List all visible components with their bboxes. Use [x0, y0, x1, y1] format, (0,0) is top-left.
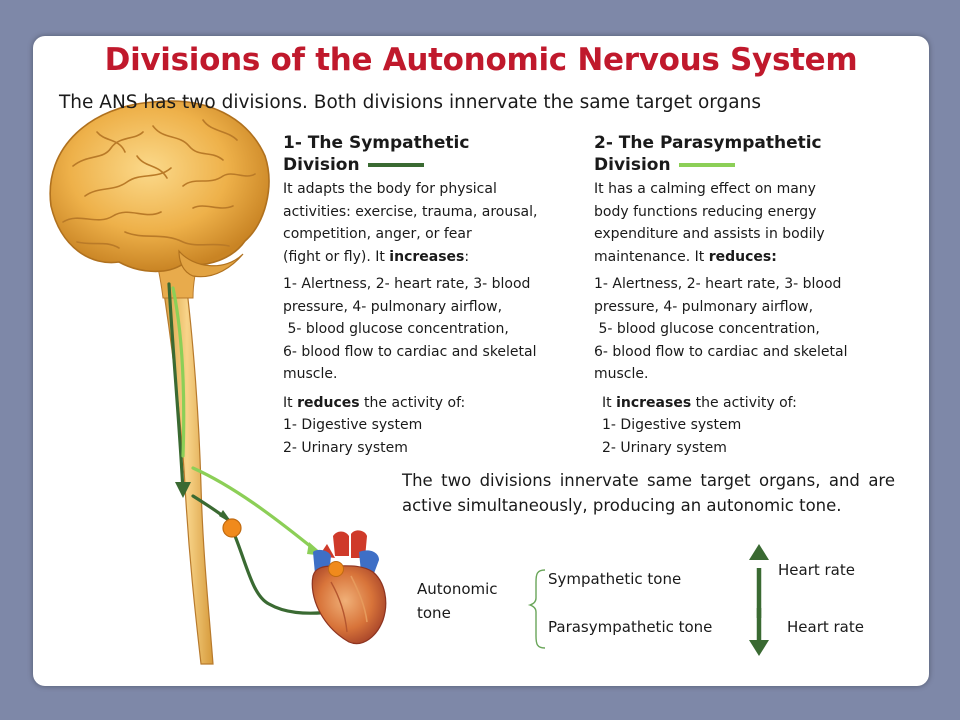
parasympathetic-heading: 2- The Parasympathetic Division: [594, 132, 894, 176]
sympathetic-column: 1- The Sympathetic Division It adapts th…: [283, 132, 568, 459]
heart-rate-down-label: Heart rate: [787, 618, 864, 636]
sympathetic-system-item: 2- Urinary system: [283, 439, 408, 456]
sympathetic-effect-line: 5- blood glucose concentration,: [283, 321, 509, 337]
parasympathetic-heading-line2: Division: [594, 155, 671, 175]
parasympathetic-activity-suffix: the activity of:: [691, 394, 797, 411]
heart-rate-up-label: Heart rate: [778, 561, 855, 579]
parasympathetic-reduces-keyword: reduces:: [708, 248, 777, 265]
sympathetic-effect-line: 1- Alertness, 2- heart rate, 3- blood: [283, 276, 531, 292]
sympathetic-heading-line2: Division: [283, 155, 360, 175]
parasympathetic-description-line: maintenance. It: [594, 248, 709, 265]
sympathetic-increases-keyword: increases: [389, 248, 465, 265]
parasympathetic-tone-label: Parasympathetic tone: [548, 618, 713, 636]
sympathetic-system-item: 1- Digestive system: [283, 417, 423, 433]
parasympathetic-activity-prefix: It: [602, 394, 617, 411]
parasympathetic-description-line: expenditure and assists in bodily: [594, 226, 825, 242]
page-subtitle: The ANS has two divisions. Both division…: [59, 92, 761, 113]
brain: [49, 100, 270, 278]
sympathetic-description-line: (fight or fly). It: [283, 248, 390, 265]
parasympathetic-system-item: 1- Digestive system: [602, 417, 742, 433]
page-title: Divisions of the Autonomic Nervous Syste…: [104, 42, 858, 78]
autonomic-tone-paragraph: The two divisions innervate same target …: [402, 471, 895, 515]
parasympathetic-increases-keyword: increases: [616, 394, 692, 411]
parasympathetic-effects: 1- Alertness, 2- heart rate, 3- blood pr…: [594, 273, 894, 386]
autonomic-tone-label-line2: tone: [417, 604, 451, 622]
brain-spinal-cord-heart-illustration: [49, 100, 769, 665]
sympathetic-legend-line: [367, 163, 424, 167]
parasympathetic-effect-line: muscle.: [594, 366, 649, 382]
parasympathetic-effect-line: 5- blood glucose concentration,: [594, 321, 820, 337]
sympathetic-activity-suffix: the activity of:: [359, 394, 466, 411]
parasympathetic-heading-line1: 2- The Parasympathetic: [594, 133, 822, 153]
parasympathetic-legend-line: [678, 163, 735, 167]
tone-bracket: [527, 569, 546, 649]
heart-rate-up-arrow: [749, 544, 769, 618]
sympathetic-description-line: It adapts the body for physical: [283, 181, 497, 197]
sympathetic-heading: 1- The Sympathetic Division: [283, 132, 568, 176]
sympathetic-activity-prefix: It: [283, 394, 298, 411]
sympathetic-activity: It reduces the activity of: 1- Digestive…: [283, 392, 568, 460]
sympathetic-effect-line: muscle.: [283, 366, 338, 382]
sympathetic-description: It adapts the body for physical activiti…: [283, 178, 568, 268]
parasympathetic-effect-line: 1- Alertness, 2- heart rate, 3- blood: [594, 276, 842, 292]
parasympathetic-activity: It increases the activity of: 1- Digesti…: [602, 392, 894, 460]
autonomic-tone-label: Autonomic tone: [417, 577, 498, 625]
heart-rate-down-arrow: [749, 608, 769, 656]
sympathetic-tone-label: Sympathetic tone: [548, 570, 682, 588]
heart-ganglion-dot: [328, 561, 344, 577]
sympathetic-description-line: activities: exercise, trauma, arousal,: [283, 203, 538, 220]
sympathetic-description-end: :: [464, 248, 470, 265]
sympathetic-effects: 1- Alertness, 2- heart rate, 3- blood pr…: [283, 273, 568, 386]
sympathetic-reduces-keyword: reduces: [297, 394, 360, 411]
autonomic-tone-label-line1: Autonomic: [417, 580, 498, 598]
parasympathetic-effect-line: pressure, 4- pulmonary airflow,: [594, 298, 814, 315]
ganglion-dot: [222, 518, 242, 538]
parasympathetic-column: 2- The Parasympathetic Division It has a…: [594, 132, 894, 459]
sympathetic-description-line: competition, anger, or fear: [283, 226, 472, 242]
sympathetic-effect-line: pressure, 4- pulmonary airflow,: [283, 298, 503, 315]
heart: [311, 530, 387, 645]
parasympathetic-description: It has a calming effect on many body fun…: [594, 178, 894, 268]
sympathetic-heading-line1: 1- The Sympathetic: [283, 133, 470, 153]
sympathetic-effect-line: 6- blood flow to cardiac and skeletal: [283, 343, 537, 360]
parasympathetic-system-item: 2- Urinary system: [602, 439, 727, 456]
parasympathetic-description-line: body functions reducing energy: [594, 203, 817, 220]
parasympathetic-effect-line: 6- blood flow to cardiac and skeletal: [594, 343, 848, 360]
slide: Divisions of the Autonomic Nervous Syste…: [33, 36, 929, 686]
spinal-cord: [160, 273, 214, 665]
parasympathetic-description-line: It has a calming effect on many: [594, 181, 816, 197]
